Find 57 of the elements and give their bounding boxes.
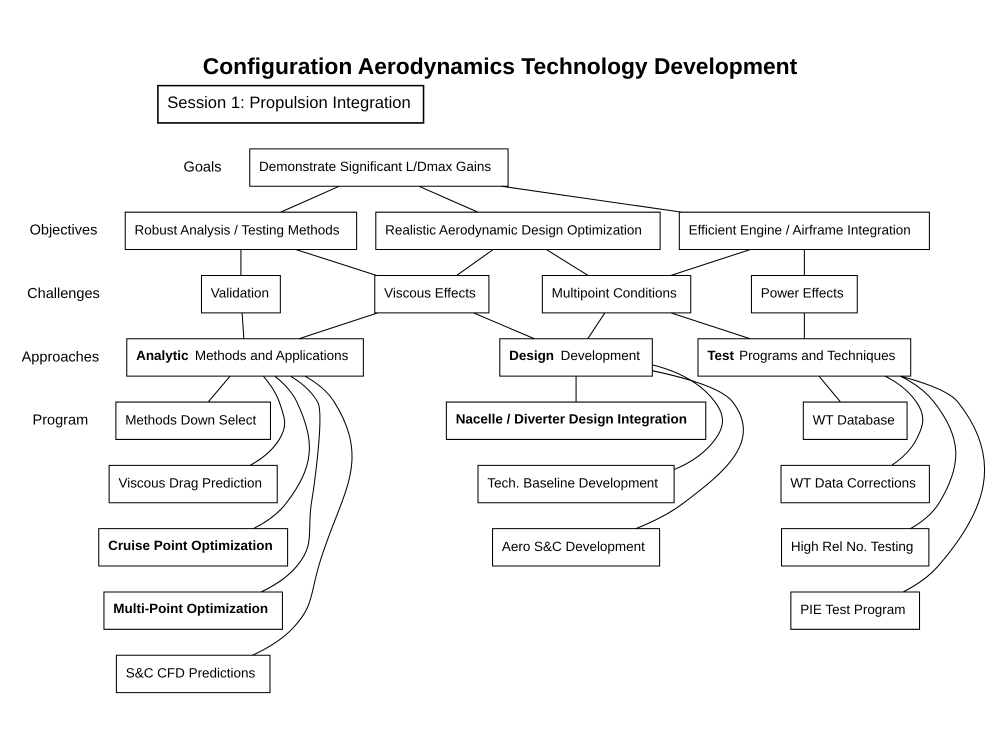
connector bbox=[280, 185, 339, 212]
node-box: High Rel No. Testing bbox=[780, 528, 929, 566]
node-box: WT Data Corrections bbox=[780, 464, 930, 503]
connector bbox=[472, 312, 534, 339]
node-box: Nacelle / Diverter Design Integration bbox=[445, 401, 706, 440]
node-box: Realistic Aerodynamic Design Optimization bbox=[374, 211, 660, 250]
label: Objectives bbox=[29, 222, 97, 238]
connector bbox=[803, 312, 804, 338]
node-box: S&C CFD Predictions bbox=[115, 654, 270, 693]
node-box: Aero S&C Development bbox=[492, 528, 660, 566]
node-box: Design Development bbox=[498, 338, 652, 376]
connector bbox=[418, 185, 478, 212]
node-box: WT Database bbox=[802, 401, 908, 440]
node-box: Power Effects bbox=[750, 274, 858, 313]
node-box: PIE Test Program bbox=[790, 590, 920, 630]
connector bbox=[884, 375, 923, 466]
label: Program bbox=[32, 412, 88, 428]
node-box: Multipoint Conditions bbox=[541, 274, 691, 313]
connector bbox=[818, 375, 840, 402]
connector bbox=[670, 312, 750, 339]
connector bbox=[252, 375, 352, 656]
connector bbox=[240, 249, 241, 275]
connector bbox=[207, 375, 230, 402]
node-box: Analytic Methods and Applications bbox=[126, 338, 364, 376]
connector bbox=[456, 248, 493, 276]
node-box: Viscous Effects bbox=[374, 274, 489, 313]
label: Challenges bbox=[26, 285, 100, 302]
connector bbox=[250, 376, 285, 466]
connector bbox=[501, 185, 681, 212]
connector bbox=[298, 312, 378, 339]
connector bbox=[652, 364, 722, 470]
node-box: Multi-Point Optimization bbox=[102, 590, 282, 630]
connector bbox=[899, 375, 984, 592]
connector bbox=[295, 248, 376, 276]
connector bbox=[252, 375, 310, 528]
connector bbox=[546, 248, 588, 276]
label: Approaches bbox=[21, 348, 99, 365]
connector bbox=[575, 376, 576, 402]
connector bbox=[670, 248, 750, 276]
node-box: Viscous Drag Prediction bbox=[108, 464, 278, 503]
connector bbox=[900, 375, 956, 528]
node-box: Robust Analysis / Testing Methods bbox=[124, 211, 357, 250]
node-box: Validation bbox=[200, 274, 280, 313]
diagram-title: Configuration Aerodynamics Technology Development bbox=[202, 52, 797, 78]
node-box: Demonstrate Significant L/Dmax Gains bbox=[248, 148, 508, 186]
connector bbox=[803, 249, 804, 275]
node-box: Tech. Baseline Development bbox=[477, 464, 674, 503]
connector bbox=[586, 312, 605, 338]
node-box: Test Programs and Techniques bbox=[696, 338, 911, 376]
node-box: Session 1: Propulsion Integration bbox=[156, 84, 424, 124]
label: Goals bbox=[183, 158, 221, 175]
node-box: Cruise Point Optimization bbox=[98, 528, 288, 566]
node-box: Efficient Engine / Airframe Integration bbox=[678, 211, 930, 250]
connector bbox=[241, 312, 244, 338]
node-box: Methods Down Select bbox=[114, 401, 270, 440]
connector bbox=[635, 370, 744, 529]
connector bbox=[260, 375, 320, 592]
